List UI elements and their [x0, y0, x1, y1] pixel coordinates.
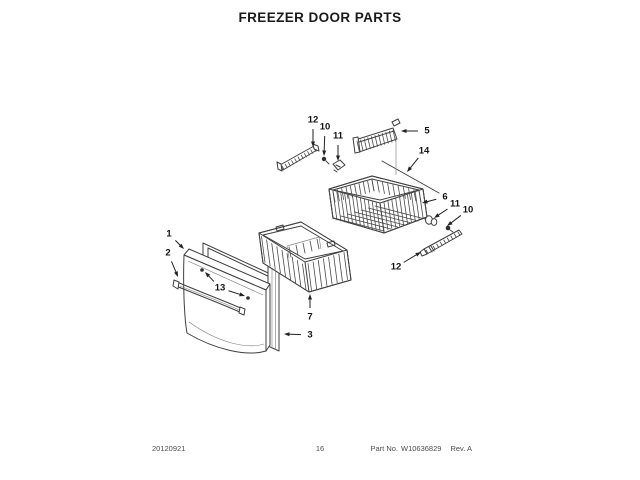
revision-label: Rev. A [450, 444, 472, 453]
clip-top [332, 159, 346, 173]
storage-bin [258, 221, 352, 293]
footer-page-number: 16 [315, 444, 325, 453]
page-title: FREEZER DOOR PARTS [238, 10, 402, 25]
callout-number: 12 [391, 262, 402, 273]
callout-number: 12 [308, 115, 319, 126]
callout-12: 12 [308, 115, 319, 147]
callout-7: 7 [307, 294, 313, 323]
callout-number: 11 [450, 199, 461, 210]
part-number-value: W10636829 [401, 444, 442, 453]
callout-2: 2 [165, 248, 178, 277]
door-panel [183, 248, 271, 354]
callout-11: 11 [434, 199, 461, 218]
callout-number: 10 [320, 122, 331, 133]
callout-number: 13 [215, 283, 226, 294]
callout-13: 13 [205, 272, 245, 297]
callout-number: 10 [463, 205, 474, 216]
callout-5: 5 [401, 126, 430, 137]
screw-top [321, 156, 330, 165]
callout-number: 1 [166, 229, 172, 240]
callout-number: 7 [307, 312, 312, 323]
callout-10: 10 [447, 205, 474, 226]
callout-14: 14 [407, 146, 430, 172]
callout-12: 12 [391, 252, 421, 273]
page-footer: 20120921 16 Part No.W10636829 Rev. A [0, 444, 640, 458]
callout-11: 11 [333, 131, 344, 161]
part-no-label: Part No. [370, 444, 398, 453]
callout-number: 11 [333, 131, 344, 142]
callout-10: 10 [320, 122, 331, 156]
callout-3: 3 [284, 330, 313, 341]
tilt-rack [352, 118, 401, 154]
callout-number: 5 [424, 126, 430, 137]
callout-number: 3 [307, 330, 312, 341]
handle-screws [200, 268, 250, 300]
callout-number: 6 [442, 192, 447, 203]
hatch-lines [261, 129, 461, 291]
screw-right [445, 225, 454, 233]
footer-part-number: Part No.W10636829 Rev. A [370, 444, 472, 453]
basket-trim-rod [381, 137, 440, 194]
callout-1: 1 [166, 229, 184, 249]
door-handle [172, 279, 246, 316]
callout-6: 6 [422, 192, 448, 204]
footer-date-code: 20120921 [152, 444, 186, 453]
washer-right [425, 215, 438, 226]
callout-number: 14 [419, 146, 430, 157]
callout-number: 2 [165, 248, 170, 259]
